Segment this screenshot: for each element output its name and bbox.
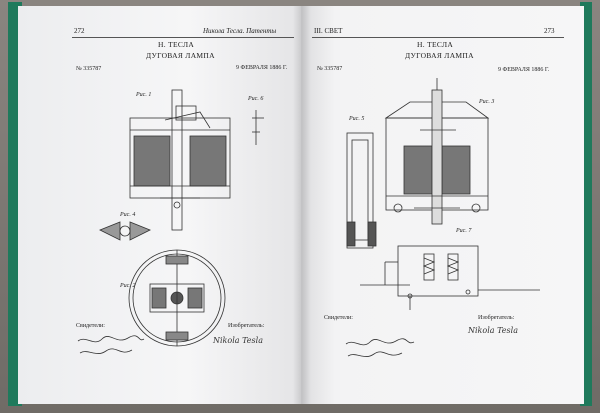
left-patent-title: ДУГОВАЯ ЛАМПА [146,51,215,60]
right-witness-signatures [345,338,415,357]
left-patent-date: 9 ФЕВРАЛЯ 1886 Г. [236,65,288,71]
right-witnesses-label: Свидетели: [324,315,353,321]
right-running-head: III. СВЕТ [314,27,343,35]
book-gutter-shadow [293,6,311,404]
right-inventor-signature: Nikola Tesla [468,326,518,335]
left-header-rule [72,37,294,38]
left-inventor-signature: Nikola Tesla [213,336,263,345]
right-page-number: 273 [544,27,555,35]
left-page-number: 272 [74,27,85,35]
right-patent-date: 9 ФЕВРАЛЯ 1886 Г. [498,67,550,73]
left-running-head: Никола Тесла. Патенты [203,27,277,35]
right-fig-label: Рис. 5 [349,116,365,122]
left-fig-label: Рис. 6 [248,96,264,102]
left-inventor: Н. ТЕСЛА [158,40,195,49]
left-fig-label: Рис. 4 [120,212,136,218]
left-patent-number: № 335787 [76,66,102,72]
right-patent-title: ДУГОВАЯ ЛАМПА [405,51,474,60]
left-page [18,6,301,404]
right-patent-number: № 335787 [317,66,343,72]
right-page [301,6,584,404]
left-witnesses-label: Свидетели: [76,323,105,329]
right-fig-label: Рис. 3 [479,99,495,105]
right-header-rule [312,37,564,38]
left-fig-label: Рис. 2 [120,283,136,289]
right-inventor-label: Изобретатель: [478,315,515,321]
left-witness-signatures [77,335,145,354]
right-inventor: Н. ТЕСЛА [417,40,454,49]
right-fig-label: Рис. 7 [456,228,472,234]
left-inventor-label: Изобретатель: [228,323,265,329]
left-fig-label: Рис. 1 [136,92,152,98]
